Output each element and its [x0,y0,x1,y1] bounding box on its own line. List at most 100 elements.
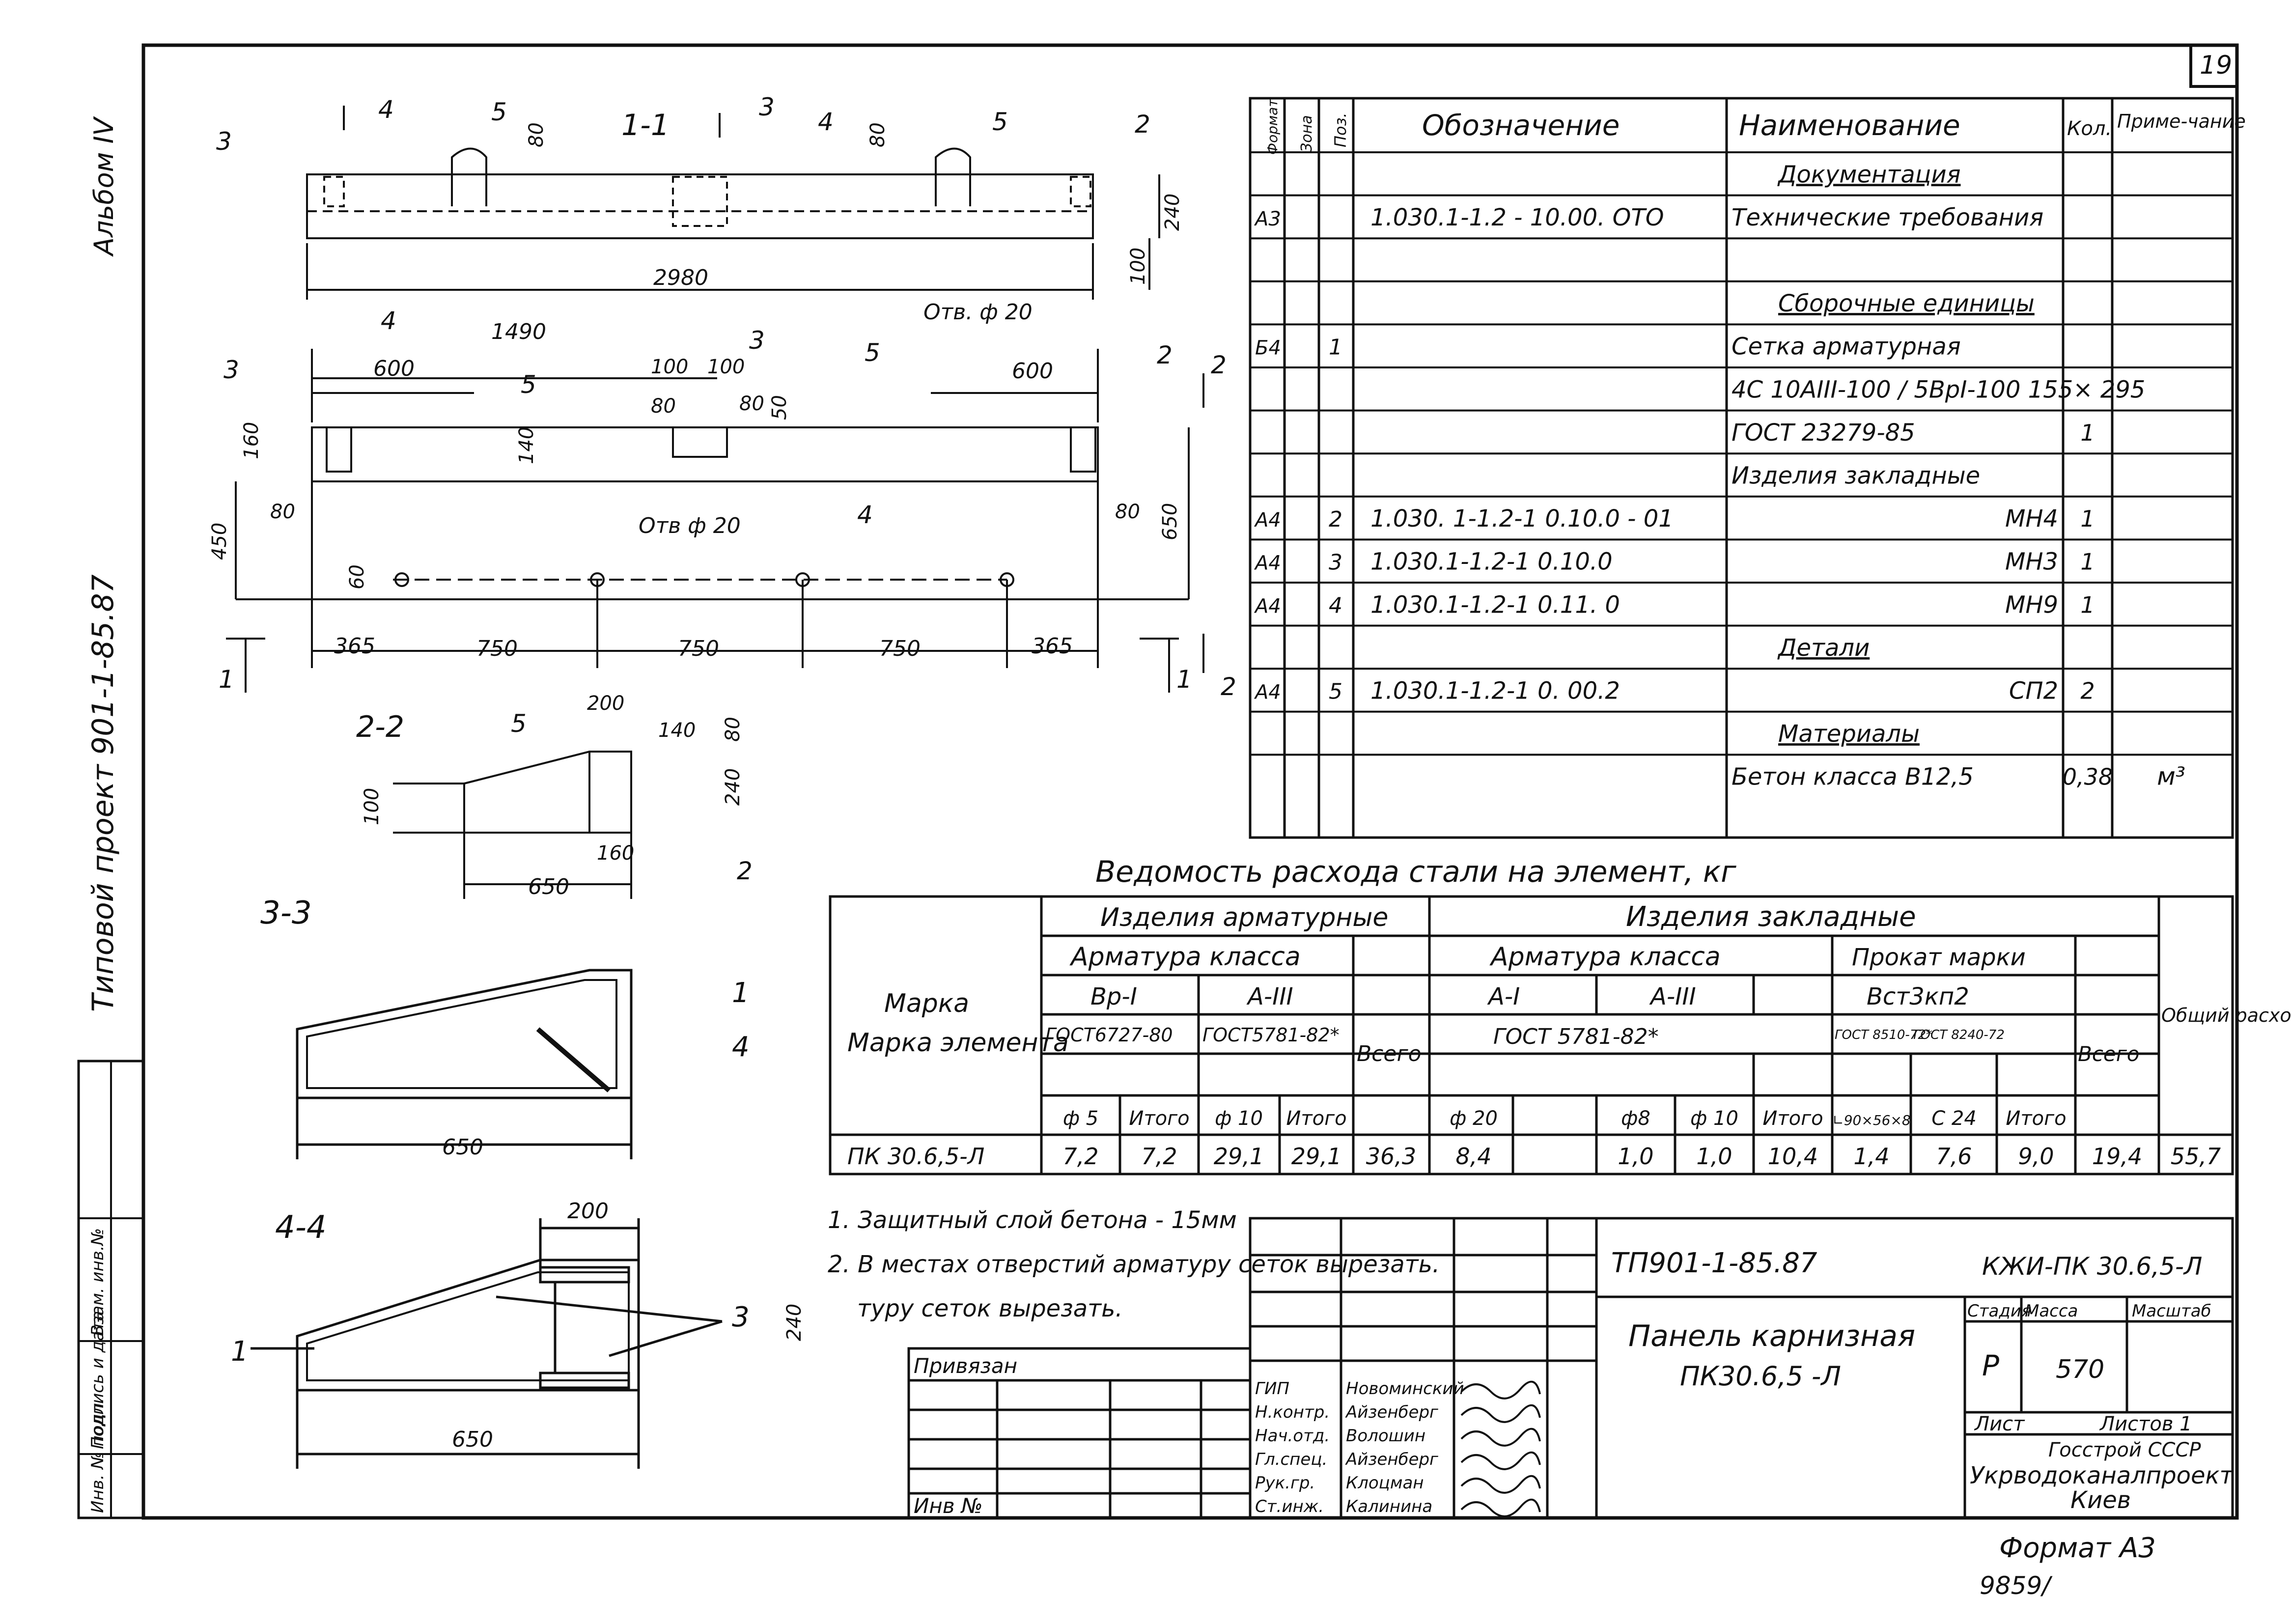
person-role: Рук.гр. [1255,1473,1315,1493]
dim-140b: 140 [658,719,696,742]
dim-80f: 80 [1115,501,1140,523]
plan-view [226,349,1204,693]
signature-mark [1460,1451,1541,1470]
dim-80c: 80 [651,395,676,418]
mark-1c: 1 [732,977,750,1009]
spec-cell-name: Сетка арматурная [1732,333,1961,361]
steel-subheader: ∟90×56×8 [1832,1112,1910,1128]
steel-value: 10,4 [1768,1143,1818,1170]
spec-cell-name: Детали [1777,634,1870,662]
dim-650b: 650 [528,874,569,899]
signature-mark [1460,1475,1541,1494]
dim-160a: 160 [240,422,263,459]
mark-4c: 4 [381,307,396,335]
person-name: Новоминский [1346,1379,1464,1399]
note-1: 1. Защитный слой бетона - 15мм [828,1206,1237,1234]
steel-h-mark: Марка элемента [847,1028,1069,1058]
section-2-2-title: 2-2 [356,710,404,744]
spec-h-zone: Зона [1298,115,1315,152]
mark-4e: 4 [732,1031,750,1063]
spec-cell-name: Изделия закладные [1732,462,1980,490]
dim-1490: 1490 [491,319,546,344]
section-1-1-view [306,106,1160,300]
section-3-3-title: 3-3 [260,895,312,931]
dim-80b: 80 [866,122,889,147]
dim-60: 60 [346,564,368,589]
stamp-code: ТП901-1-85.87 [1611,1247,1817,1279]
steel-value: 1,0 [1696,1143,1732,1170]
mark-3e: 3 [732,1301,750,1333]
stamp-doc: КЖИ-ПК 30.6,5-Л [1982,1252,2202,1281]
dim-600a: 600 [373,356,415,381]
dim-365b: 365 [1032,634,1073,659]
spec-cell-name: МН4 [2005,505,2058,532]
plan-view-labels: 1490 3 600 100 100 5 600 2 2 3 5 80 80 5… [208,319,1236,701]
spec-cell-name: МН9 [2005,591,2058,618]
person-role: Гл.спец. [1255,1450,1327,1469]
steel-subheader: Итого [1286,1107,1346,1130]
steel-subheader: ф 5 [1063,1107,1098,1130]
steel-subheader: ф8 [1621,1107,1650,1130]
mark-1d: 1 [231,1336,249,1368]
spec-cell-qty: 0,38 [2063,764,2113,790]
spec-cell-designation: 1.030.1-1.2-1 0.10.0 [1370,548,1613,576]
dim-80g: 80 [722,717,744,742]
strip-vzam: Взам. инв.№ [88,1228,108,1336]
stamp-number: 9859/ [1980,1571,2053,1600]
steel-h-gost5: ГОСТ 8240-72 [1913,1028,2005,1042]
spec-h-name: Наименование [1739,109,1960,142]
spec-cell-designation: 1.030.1-1.2 - 10.00. ОТО [1370,204,1664,231]
spec-h-pos: Поз. [1331,112,1350,147]
section-3-3-view [296,969,633,1159]
steel-h-total2: Всего [2078,1042,2140,1066]
spec-cell-name: ГОСТ 23279-85 [1732,419,1915,447]
format-label: Формат А3 [1999,1532,2156,1564]
signature-mark [1460,1380,1541,1400]
spec-h-designation: Обозначение [1422,109,1620,142]
spec-cell-designation: 1.030.1-1.2-1 0.11. 0 [1370,591,1620,618]
mark-3a: 3 [216,127,232,156]
dim-365a: 365 [334,634,375,659]
person-name: Калинина [1346,1497,1432,1516]
steel-h-armat: Изделия арматурные [1100,903,1388,932]
spec-cell-name: МН3 [2005,548,2058,576]
spec-cell-format: А4 [1254,681,1281,704]
notes: 1. Защитный слой бетона - 15мм 2. В мест… [828,1206,1440,1322]
steel-h-zaklad: Изделия закладные [1626,901,1916,933]
spec-cell-pos: 1 [1329,335,1342,360]
person-name: Клоцман [1346,1473,1424,1493]
specification-table: Формат Зона Поз. Обозначение Наименовани… [1249,97,2246,839]
person-name: Айзенберг [1345,1402,1439,1422]
spec-cell-format: А4 [1254,509,1281,532]
mark-3b: 3 [759,93,775,121]
mark-5c: 5 [865,338,880,367]
stamp-sheets-h: Листов 1 [2099,1413,2192,1435]
spec-cell-pos: 2 [1329,507,1342,532]
album-label: Альбом IV [88,116,119,257]
stamp-privyazan: Привязан [914,1354,1017,1378]
dim-100b: 100 [651,356,688,378]
dim-650d: 650 [452,1427,493,1452]
steel-h-general: Общий расход [2161,1005,2291,1026]
strip-inv: Инв. № подл. [88,1398,108,1513]
section-4-4-labels: 4-4 200 240 3 1 650 [231,1199,806,1452]
mark-2e: 2 [737,857,753,885]
mark-5a: 5 [491,98,507,126]
dim-2980: 2980 [653,265,708,290]
stamp-mass: 570 [2056,1355,2104,1384]
mark-5b: 5 [992,108,1008,136]
stamp-org3: Киев [2070,1486,2131,1514]
stamp-mass-h: Масса [2025,1301,2078,1321]
section-4-4-view [251,1218,723,1469]
steel-h-total1: Всего [1357,1041,1421,1066]
dim-750c: 750 [879,636,921,661]
steel-row-mark: ПК 30.6,5-Л [847,1143,984,1170]
mark-2b: 2 [1157,341,1173,369]
steel-h-class1: Арматура класса [1069,942,1301,972]
spec-cell-qty: 1 [2080,549,2095,575]
mark-3d: 3 [224,356,239,384]
steel-h-vst: Вст3кп2 [1867,983,1969,1010]
dim-160b: 160 [597,842,634,865]
steel-h-aIII2: А-III [1649,983,1696,1010]
